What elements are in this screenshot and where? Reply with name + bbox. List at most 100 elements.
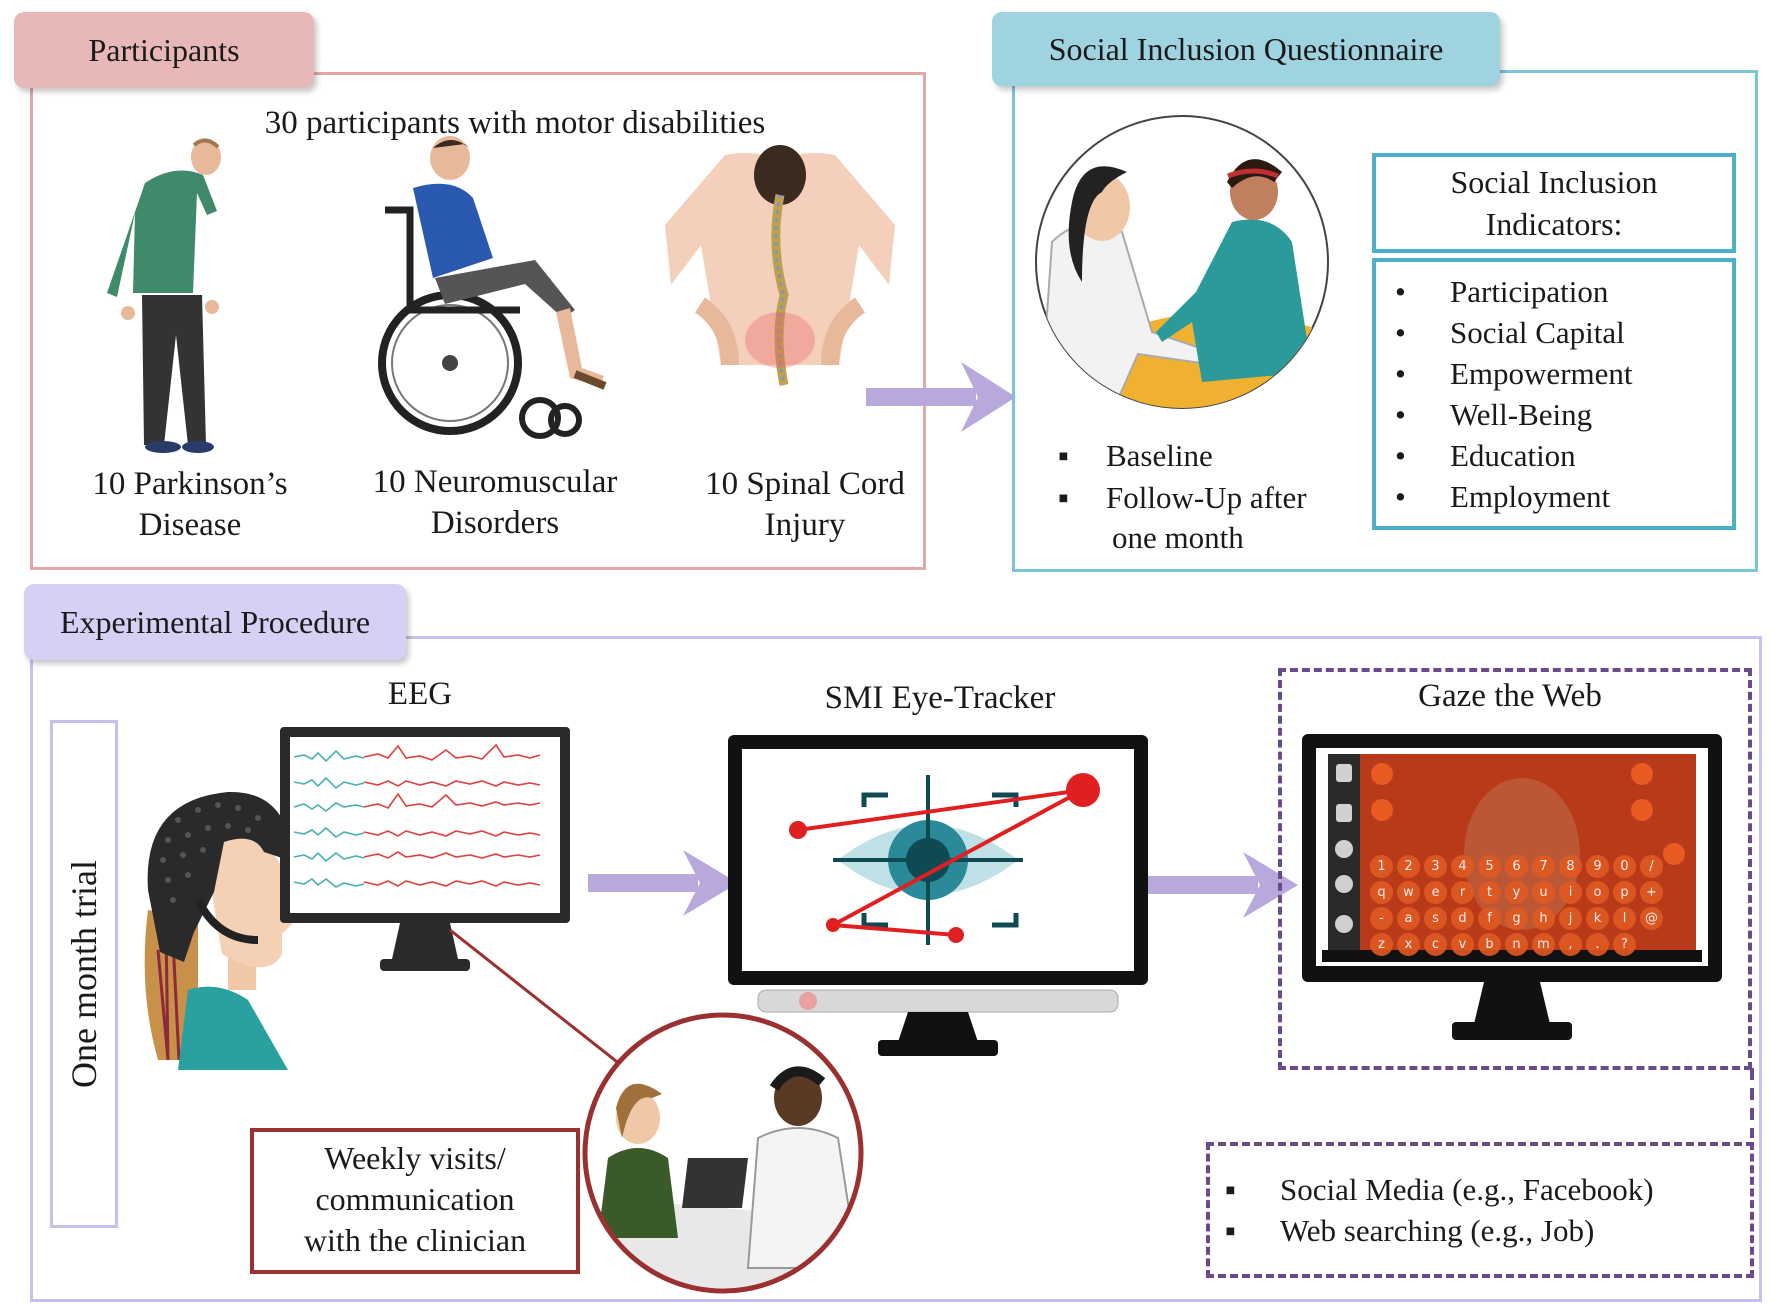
indicator-text: Participation — [1450, 274, 1609, 309]
keyboard-key[interactable]: h — [1532, 907, 1555, 930]
keyboard-key[interactable]: 5 — [1478, 855, 1501, 878]
keyboard-key[interactable]: y — [1505, 881, 1528, 904]
keyboard-key[interactable]: z — [1370, 933, 1393, 956]
keyboard-key[interactable]: c — [1424, 933, 1447, 956]
indicator-text: Empowerment — [1450, 356, 1633, 391]
bullet-dot-icon: • — [1395, 397, 1406, 432]
keyboard-key[interactable]: r — [1451, 881, 1474, 904]
keyboard-key[interactable]: g — [1505, 907, 1528, 930]
keyboard-key[interactable]: + — [1640, 881, 1663, 904]
keyboard-key[interactable]: / — [1640, 855, 1663, 878]
keyboard-key[interactable]: k — [1586, 907, 1609, 930]
timepoint-followup-cont: one month — [1112, 520, 1244, 555]
dashed-connector — [1750, 1068, 1754, 1138]
participants-headline: 30 participants with motor disabilities — [264, 105, 766, 141]
keyboard-key[interactable]: 0 — [1613, 855, 1636, 878]
indicators-title-line2: Indicators: — [1485, 205, 1623, 242]
indicator-item: • Social Capital — [1395, 317, 1625, 348]
keyboard-key[interactable]: 8 — [1559, 855, 1582, 878]
bullet-square-icon: ▪ — [1058, 480, 1069, 515]
keyboard-key[interactable]: t — [1478, 881, 1501, 904]
one-month-trial-label: One month trial — [64, 860, 104, 1088]
keyboard-key[interactable]: 1 — [1370, 855, 1393, 878]
keyboard-key[interactable]: f — [1478, 907, 1501, 930]
keyboard-key[interactable]: a — [1397, 907, 1420, 930]
use-item-web-search: ▪ Web searching (e.g., Job) — [1225, 1215, 1594, 1246]
keyboard-key[interactable]: e — [1424, 881, 1447, 904]
clinician-visit-illustration — [582, 1012, 864, 1294]
keyboard-key[interactable]: 7 — [1532, 855, 1555, 878]
participants-tab: Participants — [14, 12, 314, 88]
keyboard-key[interactable]: @ — [1640, 907, 1663, 930]
arrow-participants-to-questionnaire — [866, 362, 1016, 432]
gaze-web-box — [1278, 668, 1752, 1070]
procedure-tab: Experimental Procedure — [24, 584, 406, 660]
timepoint-baseline-text: Baseline — [1106, 438, 1213, 473]
keyboard-key[interactable]: o — [1586, 881, 1609, 904]
keyboard-key[interactable]: 4 — [1451, 855, 1474, 878]
keyboard-key[interactable]: j — [1559, 907, 1582, 930]
use-item-text: Social Media (e.g., Facebook) — [1280, 1172, 1654, 1207]
keyboard-key[interactable]: v — [1451, 933, 1474, 956]
eeg-label: EEG — [387, 676, 453, 712]
bullet-square-icon: ▪ — [1058, 438, 1069, 473]
keyboard-key[interactable]: d — [1451, 907, 1474, 930]
indicators-list-box — [1372, 258, 1736, 530]
indicators-title-line1: Social Inclusion — [1450, 164, 1658, 200]
use-item-text: Web searching (e.g., Job) — [1280, 1213, 1595, 1248]
keyboard-key[interactable]: m — [1532, 933, 1555, 956]
indicator-text: Well-Being — [1450, 397, 1593, 432]
keyboard-key[interactable]: s — [1424, 907, 1447, 930]
use-item-social-media: ▪ Social Media (e.g., Facebook) — [1225, 1174, 1654, 1205]
timepoint-followup-text: Follow-Up after — [1106, 480, 1307, 515]
procedure-panel — [30, 636, 1762, 1302]
keyboard-key[interactable]: 3 — [1424, 855, 1447, 878]
bullet-dot-icon: • — [1395, 438, 1406, 473]
keyboard-key[interactable]: l — [1613, 907, 1636, 930]
keyboard-key[interactable]: , — [1559, 933, 1582, 956]
weekly-visits-box — [250, 1128, 580, 1274]
indicator-text: Education — [1450, 438, 1576, 473]
eyetracker-label: SMI Eye-Tracker — [824, 680, 1056, 716]
spinal-label-line1: 10 Spinal Cord — [705, 466, 905, 502]
bullet-dot-icon: • — [1395, 274, 1406, 309]
neuromuscular-group-label: 10 Neuromuscular Disorders — [360, 462, 630, 545]
keyboard-key[interactable]: p — [1613, 881, 1636, 904]
keyboard-key[interactable]: n — [1505, 933, 1528, 956]
weekly-visits-text: Weekly visits/ communication with the cl… — [250, 1138, 580, 1261]
interview-illustration — [1035, 115, 1329, 409]
questionnaire-tab: Social Inclusion Questionnaire — [992, 12, 1500, 86]
bullet-square-icon: ▪ — [1225, 1172, 1236, 1207]
keyboard-key[interactable]: 6 — [1505, 855, 1528, 878]
bullet-dot-icon: • — [1395, 356, 1406, 391]
keyboard-key[interactable]: . — [1586, 933, 1609, 956]
keyboard-key[interactable]: 9 — [1586, 855, 1609, 878]
keyboard-key[interactable]: x — [1397, 933, 1420, 956]
indicator-item: • Empowerment — [1395, 358, 1633, 389]
neuromuscular-label-line1: 10 Neuromuscular — [372, 464, 618, 500]
keyboard-key[interactable]: - — [1370, 907, 1393, 930]
eyetracker-monitor — [728, 735, 1148, 1056]
neuromuscular-label-line2: Disorders — [430, 505, 560, 542]
eeg-cap-person-illustration — [144, 791, 294, 1070]
parkinson-label-line1: 10 Parkinson’s — [92, 466, 288, 502]
keyboard-key[interactable]: u — [1532, 881, 1555, 904]
keyboard-key[interactable]: ? — [1613, 933, 1636, 956]
keyboard-key[interactable]: b — [1478, 933, 1501, 956]
weekly-visits-line1: Weekly visits/ — [324, 1140, 506, 1176]
keyboard-key[interactable]: 2 — [1397, 855, 1420, 878]
timepoint-followup: ▪ Follow-Up after — [1058, 482, 1307, 513]
keyboard-key[interactable]: i — [1559, 881, 1582, 904]
bullet-square-icon: ▪ — [1225, 1213, 1236, 1248]
parkinson-person-illustration — [107, 138, 221, 453]
arrow-eyetracker-to-gaze — [1148, 852, 1298, 918]
indicators-title: Social Inclusion Indicators: — [1372, 162, 1736, 245]
weekly-visits-line3: with the clinician — [303, 1221, 527, 1258]
parkinson-label-line2: Disease — [138, 507, 242, 544]
bullet-dot-icon: • — [1395, 315, 1406, 350]
weekly-visits-line2: communication — [315, 1180, 515, 1217]
keyboard-key[interactable]: q — [1370, 881, 1393, 904]
keyboard-key[interactable]: w — [1397, 881, 1420, 904]
